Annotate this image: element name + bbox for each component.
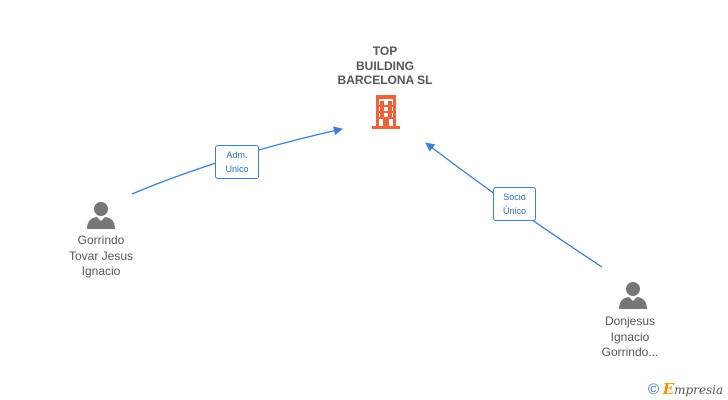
person-name-line: Tovar Jesus [68,248,134,263]
brand-logo[interactable]: © Empresia [648,380,723,398]
person-name-line: Gorrindo... [601,345,659,359]
brand-initial: E [662,380,675,398]
building-icon[interactable] [370,95,402,134]
person-name-gorrindo[interactable]: Gorrindo Tovar Jesus Ignacio [46,233,156,280]
relation-label-line: Adm. [226,150,248,160]
person-name-line: Donjesus [604,314,656,328]
relation-label-adm-unico[interactable]: Adm. Unico [215,145,259,179]
relation-label-line: Unico [225,164,249,174]
company-name-line: BUILDING [356,58,414,73]
person-name-donjesus[interactable]: Donjesus Ignacio Gorrindo... [575,314,685,361]
relation-label-line: Único [502,206,526,216]
person-icon[interactable] [618,280,648,315]
person-name-line: Gorrindo [77,233,125,247]
brand-name: mpresia [674,383,724,397]
company-name[interactable]: TOP BUILDING BARCELONA SL [320,44,450,88]
relation-label-socio-unico[interactable]: Socio Único [493,187,536,221]
company-name-line: TOP [372,44,398,58]
person-name-line: Ignacio [81,264,121,278]
relation-label-line: Socio [503,192,526,202]
company-name-line: BARCELONA SL [337,73,433,87]
person-name-line: Ignacio [610,329,650,344]
person-icon[interactable] [86,200,116,235]
copyright-icon: © [648,381,660,398]
